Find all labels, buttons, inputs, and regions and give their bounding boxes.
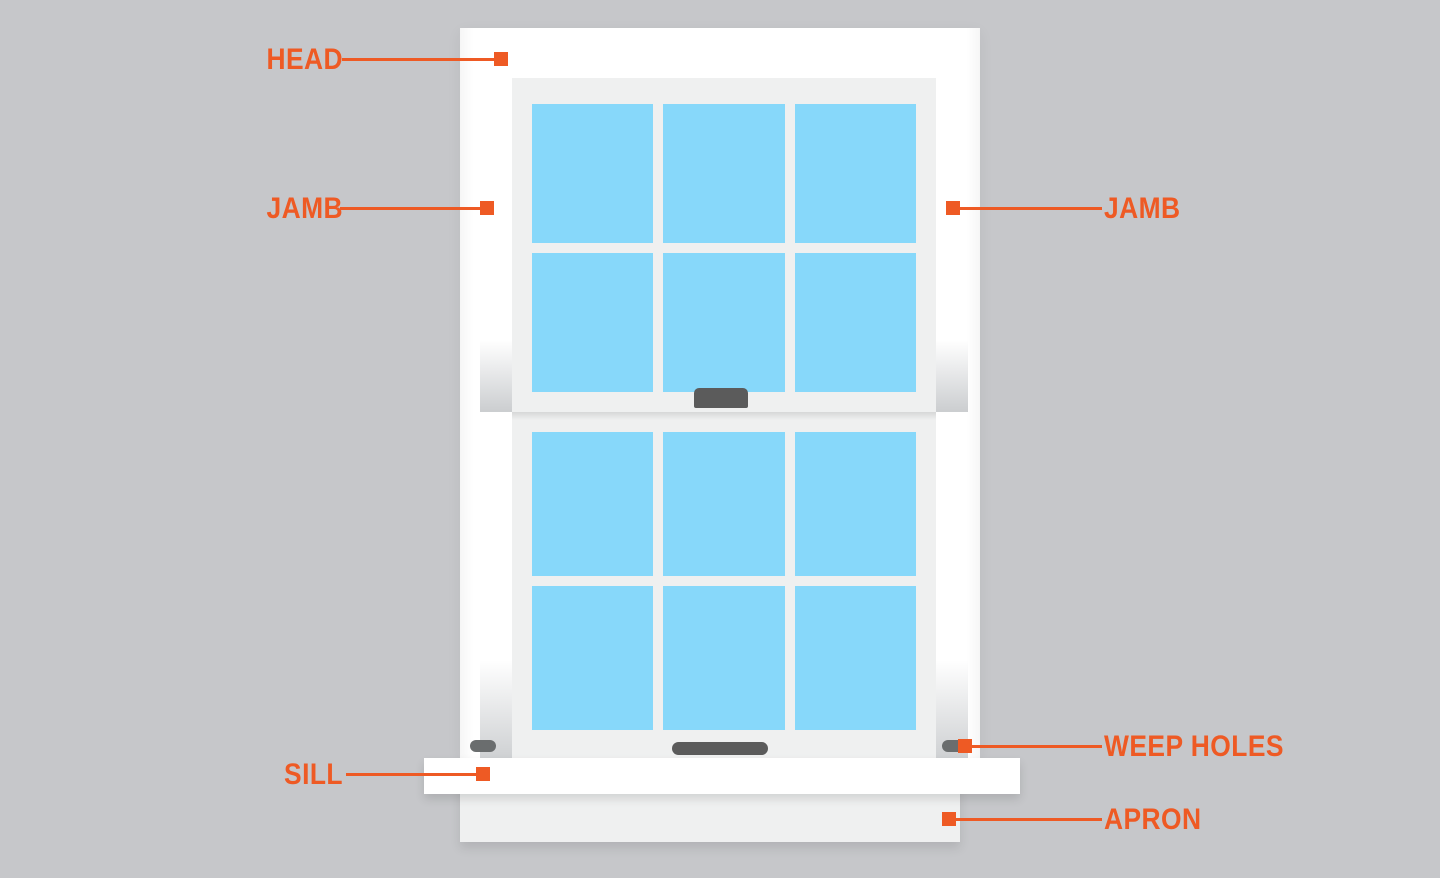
- leader-line-sill: [346, 773, 480, 776]
- glass-pane: [794, 432, 916, 576]
- glass-pane: [663, 104, 785, 243]
- leader-line-apron: [950, 818, 1102, 821]
- leader-line-jamb-right: [954, 207, 1102, 210]
- glass-pane: [532, 253, 654, 392]
- callout-label-weep-holes: WEEP HOLES: [1104, 730, 1284, 763]
- leader-dot-apron: [942, 812, 956, 826]
- upper-sash-glass-grid: [532, 104, 916, 392]
- glass-pane: [663, 586, 785, 730]
- callout-label-jamb-right: JAMB: [1104, 192, 1181, 225]
- glass-pane: [532, 586, 654, 730]
- glass-pane: [794, 253, 916, 392]
- weep-hole-left: [470, 740, 496, 752]
- callout-label-sill: SILL: [284, 758, 343, 791]
- glass-pane: [663, 432, 785, 576]
- glass-pane: [663, 253, 785, 392]
- lift-handle-icon: [672, 742, 768, 755]
- jamb-right: [966, 28, 980, 758]
- jamb-left: [460, 28, 474, 758]
- leader-dot-jamb-left: [480, 201, 494, 215]
- callout-label-head: HEAD: [266, 43, 344, 76]
- leader-line-jamb-left: [340, 207, 486, 210]
- glass-pane: [794, 104, 916, 243]
- glass-pane: [532, 104, 654, 243]
- leader-dot-jamb-right: [946, 201, 960, 215]
- leader-dot-sill: [476, 767, 490, 781]
- sash-lock-icon: [694, 388, 748, 408]
- callout-label-apron: APRON: [1104, 803, 1202, 836]
- callout-label-jamb-left: JAMB: [266, 192, 344, 225]
- glass-pane: [794, 586, 916, 730]
- leader-line-weep-holes: [966, 745, 1102, 748]
- leader-line-head: [342, 58, 500, 61]
- window-sill: [424, 758, 1020, 794]
- leader-dot-weep-holes: [958, 739, 972, 753]
- glass-pane: [532, 432, 654, 576]
- lower-sash-glass-grid: [532, 432, 916, 730]
- leader-dot-head: [494, 52, 508, 66]
